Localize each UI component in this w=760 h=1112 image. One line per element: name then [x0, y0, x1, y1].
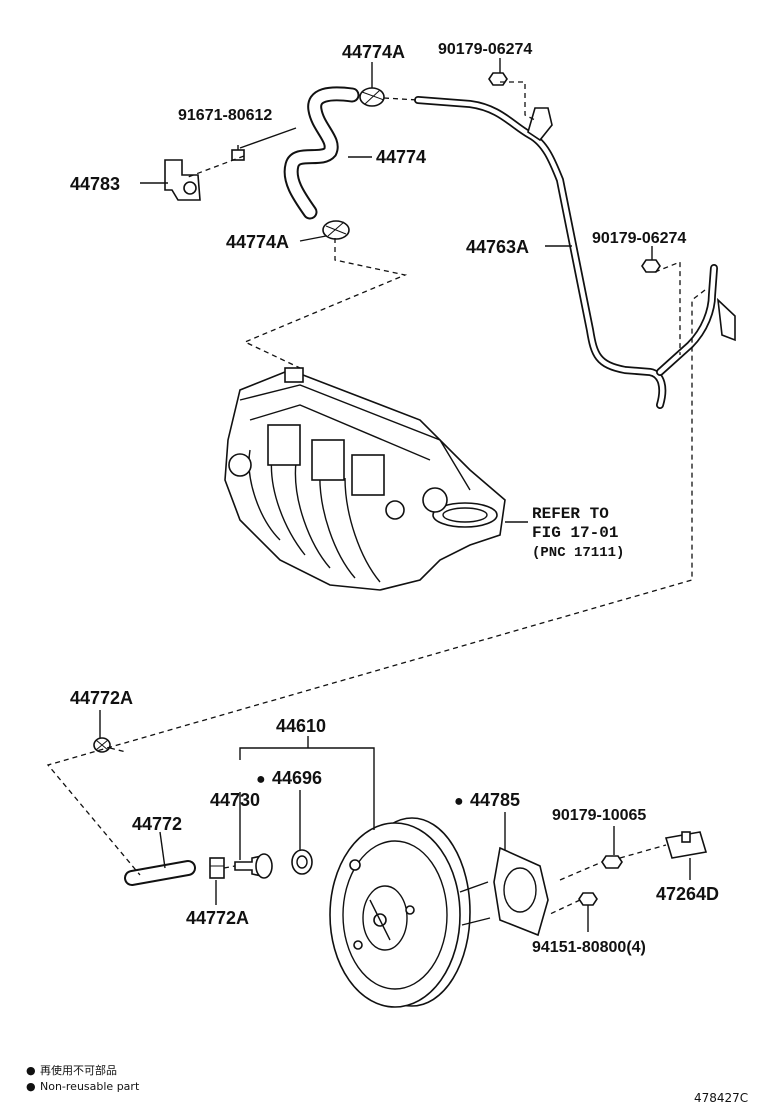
label-47264D: 47264D: [656, 884, 719, 904]
legend-text-jp: 再使用不可部品: [40, 1063, 117, 1077]
legend-marker-en: ●: [26, 1080, 36, 1093]
brake-booster-44610: [329, 817, 491, 1008]
label-44783: 44783: [70, 174, 120, 194]
bolt-91671-80612: [231, 145, 245, 161]
label-44772: 44772: [132, 814, 182, 834]
label-44785: 44785: [470, 790, 520, 810]
label-44774A-mid: 44774A: [226, 232, 289, 252]
label-44730: 44730: [210, 790, 260, 810]
nut-90179-06274-top: [488, 72, 508, 86]
label-90179-06274-top: 90179-06274: [438, 41, 532, 58]
bracket-47264D: [664, 831, 708, 859]
vacuum-pipe-44763A: [414, 96, 736, 409]
bracket-44783: [164, 159, 201, 201]
nut-90179-10065: [601, 855, 623, 869]
vacuum-hose-44774: [283, 86, 360, 220]
check-valve-44730: [234, 853, 273, 879]
hose-clip-44772A-bottom: [209, 857, 225, 879]
label-44763A: 44763A: [466, 237, 529, 257]
non-reusable-marker-44696: ●: [256, 771, 266, 788]
hose-clip-44774A-top: [359, 87, 385, 107]
vacuum-hose-44772: [124, 860, 196, 886]
nut-94151-80800: [578, 892, 598, 906]
legend-text-en: Non-reusable part: [40, 1080, 140, 1093]
label-90179-10065: 90179-10065: [552, 807, 646, 824]
hose-clip-44772A-top: [93, 737, 111, 753]
grommet-44696: [291, 849, 313, 875]
non-reusable-marker-44785: ●: [454, 793, 464, 810]
refer-line-1: REFER TO: [532, 505, 609, 523]
label-44696: 44696: [272, 768, 322, 788]
hose-clip-44774A-mid: [322, 220, 350, 240]
legend: ● 再使用不可部品 ● Non-reusable part: [26, 1063, 140, 1093]
refer-line-3: (PNC 17111): [532, 545, 624, 561]
label-44772A-top: 44772A: [70, 688, 133, 708]
figure-code: 478427C: [694, 1091, 748, 1105]
part-labels: 44774A 90179-06274 91671-80612 44774 447…: [70, 41, 719, 956]
label-44610: 44610: [276, 716, 326, 736]
gasket-44785: [493, 846, 549, 937]
label-44774: 44774: [376, 147, 426, 167]
leader-lines: [46, 58, 706, 932]
label-91671-80612: 91671-80612: [178, 107, 272, 124]
label-94151-80800: 94151-80800(4): [532, 939, 646, 956]
legend-marker-jp: ●: [26, 1064, 36, 1077]
label-90179-06274-right: 90179-06274: [592, 230, 686, 247]
nut-90179-06274-right: [641, 259, 661, 273]
label-44774A-top: 44774A: [342, 42, 405, 62]
refer-line-2: FIG 17-01: [532, 524, 618, 542]
intake-manifold: [224, 367, 506, 591]
label-44772A-bottom: 44772A: [186, 908, 249, 928]
